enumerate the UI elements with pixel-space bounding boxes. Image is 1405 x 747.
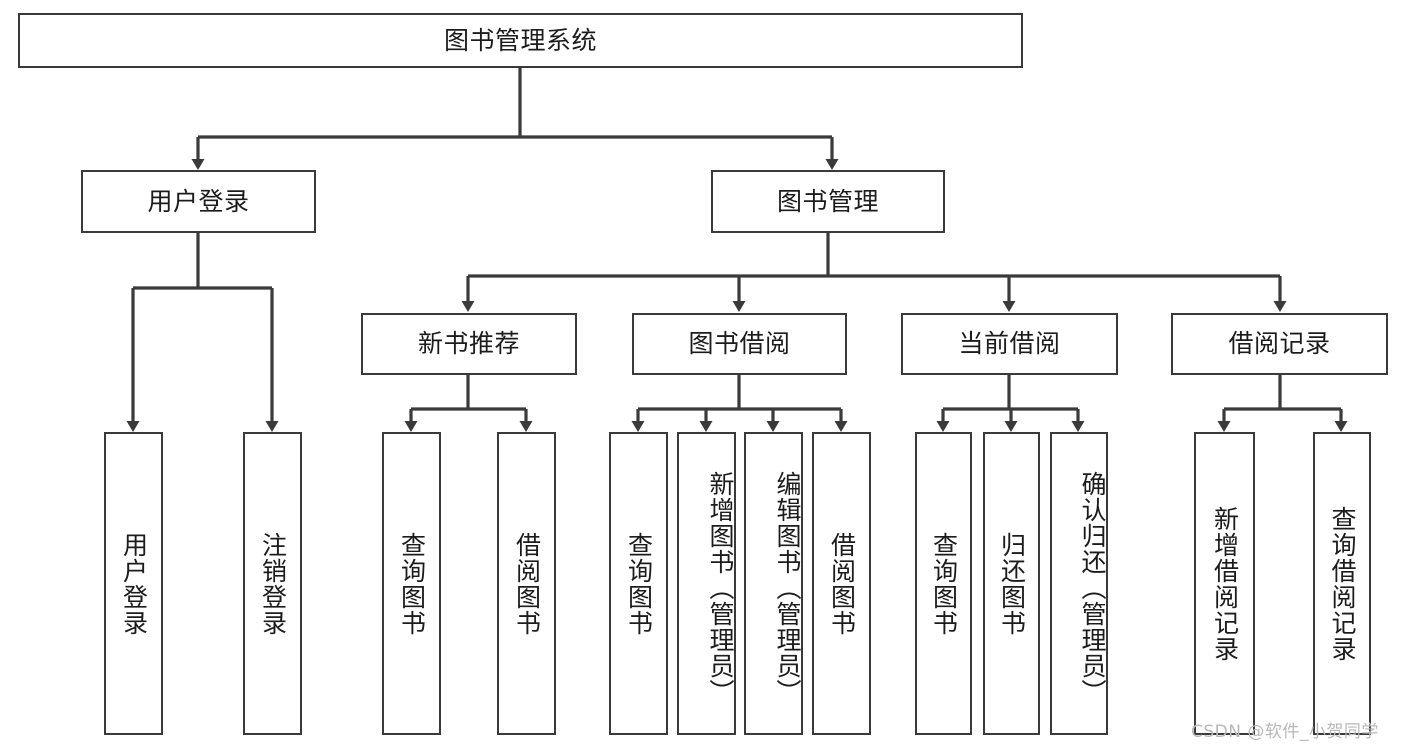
node-book-borrow[interactable]: 图书借阅 — [632, 313, 847, 375]
node-leaf-add-record[interactable]: 新增借阅记录 — [1194, 432, 1255, 735]
node-leaf-add-book[interactable]: 新增图书（管理员） — [677, 432, 736, 735]
node-leaf-query-book-3[interactable]: 查询图书 — [915, 432, 972, 735]
node-leaf-query-book-1[interactable]: 查询图书 — [382, 432, 441, 735]
node-leaf-logout[interactable]: 注销登录 — [243, 432, 302, 735]
node-new-book-recommend[interactable]: 新书推荐 — [361, 313, 577, 375]
node-root[interactable]: 图书管理系统 — [18, 13, 1023, 68]
node-leaf-query-book-2[interactable]: 查询图书 — [609, 432, 668, 735]
node-book-management[interactable]: 图书管理 — [711, 170, 945, 233]
node-leaf-borrow-book-1[interactable]: 借阅图书 — [497, 432, 556, 735]
node-leaf-confirm-return[interactable]: 确认归还（管理员） — [1050, 432, 1108, 735]
node-leaf-borrow-book-2[interactable]: 借阅图书 — [812, 432, 871, 735]
node-leaf-query-record[interactable]: 查询借阅记录 — [1313, 432, 1371, 735]
node-leaf-edit-book[interactable]: 编辑图书（管理员） — [744, 432, 803, 735]
node-borrow-record[interactable]: 借阅记录 — [1171, 313, 1388, 375]
node-user-login[interactable]: 用户登录 — [81, 170, 316, 233]
node-leaf-user-login[interactable]: 用户登录 — [104, 432, 163, 735]
csdn-watermark: CSDN @软件_小贺同学 — [1191, 722, 1379, 742]
node-leaf-return-book[interactable]: 归还图书 — [983, 432, 1040, 735]
node-current-borrow[interactable]: 当前借阅 — [901, 313, 1118, 375]
